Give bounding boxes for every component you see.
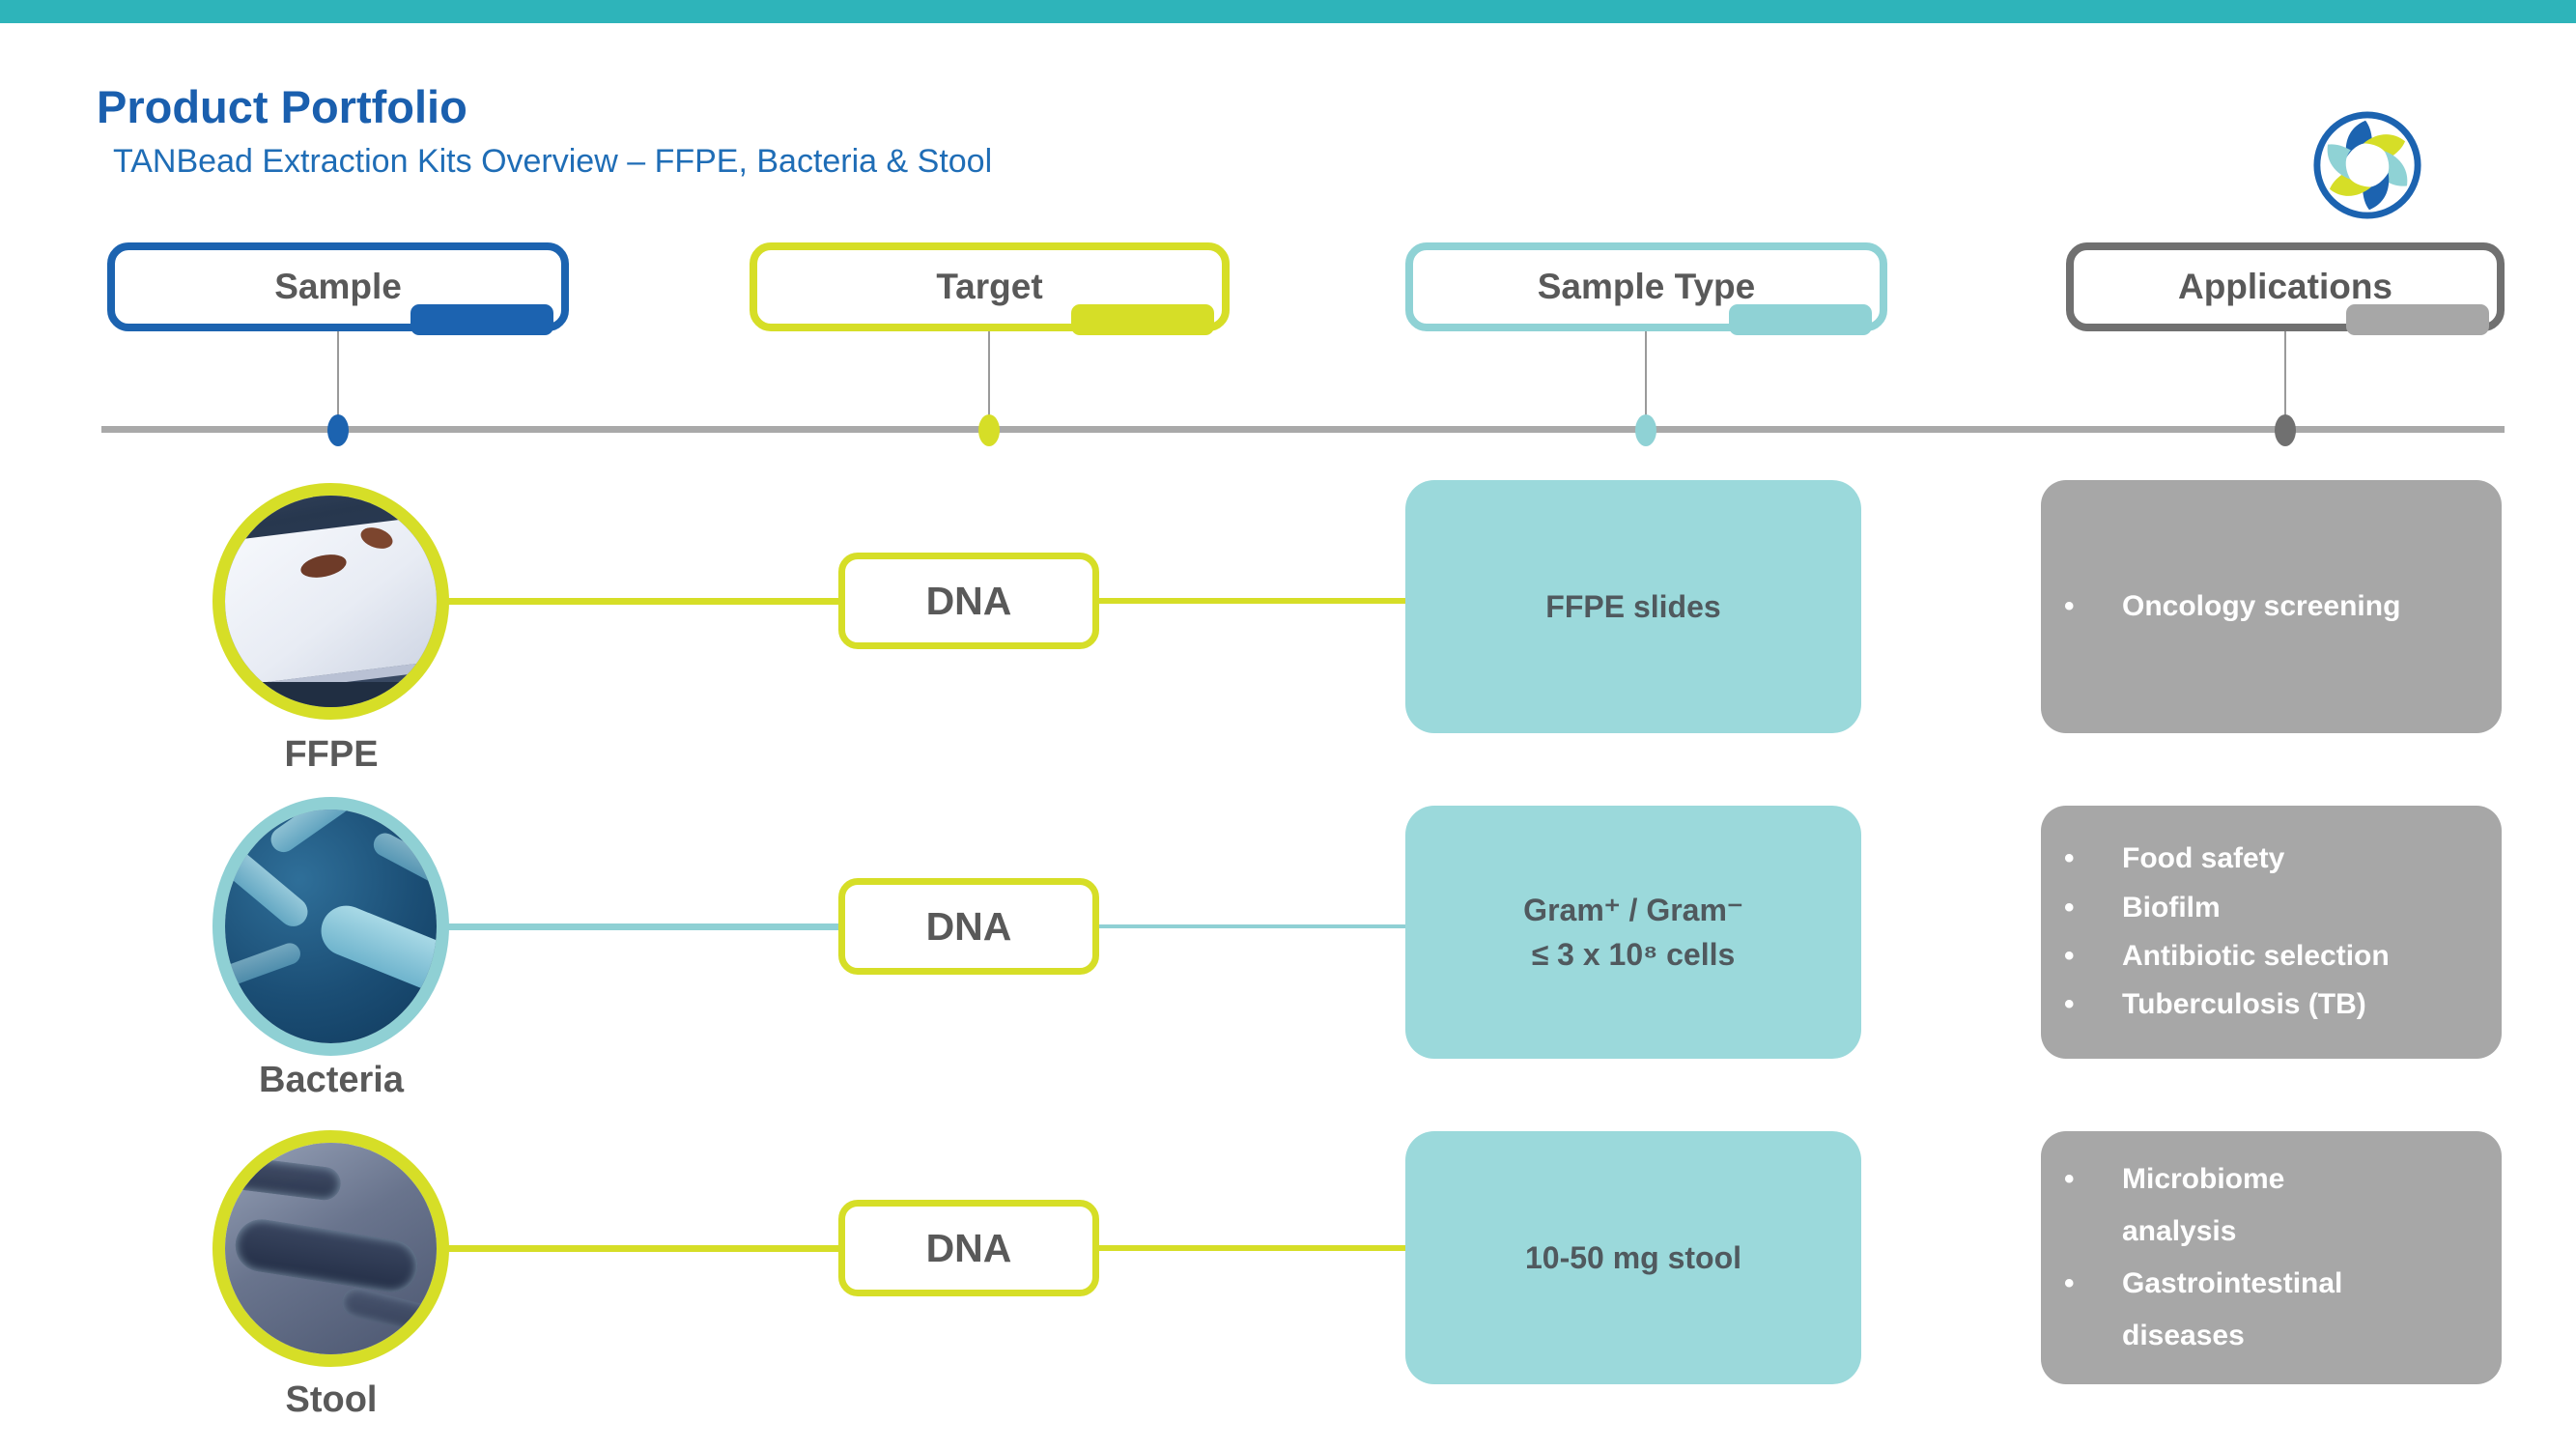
sample-type-text-stool: 10-50 mg stool (1524, 1239, 1742, 1275)
target-accent-tab (1071, 304, 1214, 335)
sample-type-text-ffpe: FFPE slides (1545, 588, 1721, 624)
ffpe-photo (212, 483, 449, 720)
page-title: Product Portfolio (97, 81, 467, 132)
sample-type-box-ffpe: FFPE slides (1405, 480, 1861, 733)
applications-box-stool: Microbiome analysis Gastrointestinal dis… (2041, 1131, 2502, 1384)
connector-bacteria-to-dna (447, 923, 838, 930)
application-item: Microbiome analysis (2064, 1153, 2375, 1258)
connector-dna-to-sample-type-ffpe (1099, 598, 1405, 604)
stool-photo (212, 1130, 449, 1367)
application-item: Biofilm (2064, 884, 2390, 933)
column-header-sample-type-label: Sample Type (1537, 267, 1756, 306)
sample-accent-tab (410, 304, 553, 335)
application-item: Oncology screening (2064, 582, 2400, 632)
applications-list-stool: Microbiome analysis Gastrointestinal dis… (2041, 1153, 2385, 1362)
sample-type-text-bacteria-line2: ≤ 3 x 10⁸ cells (1531, 937, 1736, 972)
application-item: Gastrointestinal diseases (2064, 1258, 2375, 1362)
target-box-stool-dna: DNA (838, 1200, 1099, 1296)
sample-label-ffpe: FFPE (284, 734, 379, 775)
bacteria-image (225, 810, 437, 1043)
timeline-dot-applications (2275, 414, 2296, 446)
column-header-target-label: Target (936, 267, 1043, 306)
sample-type-box-bacteria: Gram⁺ / Gram⁻ ≤ 3 x 10⁸ cells (1405, 806, 1861, 1059)
timeline (101, 426, 2505, 433)
application-item: Antibiotic selection (2064, 932, 2390, 981)
top-accent-bar (0, 0, 2576, 23)
sample-type-pill-connector (1645, 331, 1647, 428)
target-box-ffpe-dna: DNA (838, 553, 1099, 649)
sample-pill-connector (337, 331, 339, 428)
applications-list-ffpe: Oncology screening (2041, 582, 2410, 632)
connector-dna-to-sample-type-bacteria (1099, 924, 1405, 928)
column-header-applications-label: Applications (2177, 267, 2393, 306)
timeline-dot-sample (327, 414, 349, 446)
applications-list-bacteria: Food safety Biofilm Antibiotic selection… (2041, 835, 2399, 1030)
bacteria-photo (212, 797, 449, 1056)
sample-type-box-stool: 10-50 mg stool (1405, 1131, 1861, 1384)
column-header-sample-label: Sample (274, 267, 402, 306)
sample-label-bacteria: Bacteria (259, 1060, 404, 1100)
column-header-target: Target (750, 242, 1230, 335)
applications-accent-tab (2346, 304, 2489, 335)
application-item: Food safety (2064, 835, 2390, 884)
connector-dna-to-sample-type-stool (1099, 1245, 1405, 1251)
column-header-applications: Applications (2066, 242, 2505, 335)
page-subtitle: TANBead Extraction Kits Overview – FFPE,… (113, 143, 993, 180)
timeline-dot-target (978, 414, 1000, 446)
applications-box-ffpe: Oncology screening (2041, 480, 2502, 733)
applications-pill-connector (2284, 331, 2286, 428)
applications-box-bacteria: Food safety Biofilm Antibiotic selection… (2041, 806, 2502, 1059)
timeline-dot-sample-type (1635, 414, 1656, 446)
target-box-bacteria-dna: DNA (838, 878, 1099, 975)
stool-image (225, 1143, 437, 1354)
column-header-sample-type: Sample Type (1405, 242, 1887, 335)
connector-stool-to-dna (444, 1245, 838, 1252)
target-pill-connector (988, 331, 990, 428)
sample-type-accent-tab (1729, 304, 1872, 335)
ffpe-image (225, 496, 437, 707)
connector-ffpe-to-dna (444, 598, 838, 605)
application-item: Tuberculosis (TB) (2064, 980, 2390, 1030)
sample-label-stool: Stool (285, 1379, 378, 1420)
tanbead-logo-icon (2313, 111, 2421, 219)
column-header-sample: Sample (107, 242, 569, 335)
sample-type-text-bacteria-line1: Gram⁺ / Gram⁻ (1523, 892, 1743, 927)
